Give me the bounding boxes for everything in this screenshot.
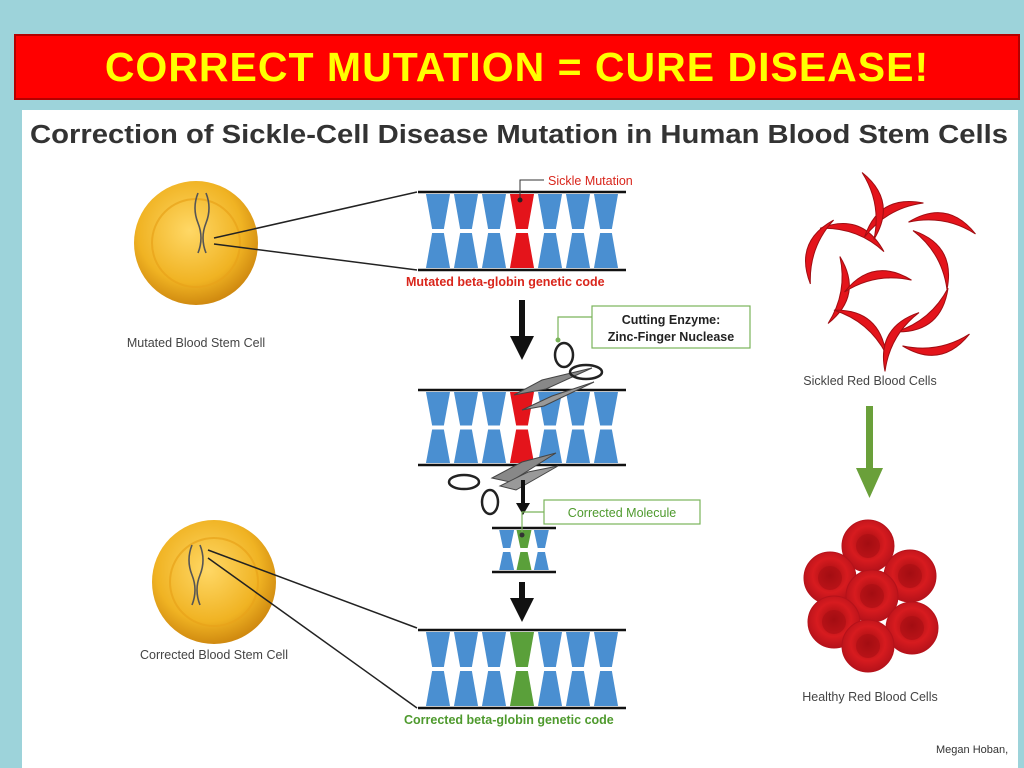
base-pair-bottom [425, 233, 451, 268]
base-pair-top [425, 194, 451, 229]
healthy-cells-label: Healthy Red Blood Cells [802, 690, 938, 704]
base-pair-top [453, 194, 479, 229]
credit-label: Megan Hoban, [936, 744, 1008, 756]
base-pair-top [537, 194, 563, 229]
healthy-cell-center [818, 566, 842, 590]
corrected-dna-strand [418, 628, 626, 710]
sickled-red-blood-cells [805, 172, 976, 372]
base-pair-bottom [481, 233, 507, 268]
base-pair-bottom [533, 552, 549, 570]
corrected-molecule [492, 526, 556, 574]
base-pair-top [509, 194, 535, 229]
corrected-code-label: Corrected beta-globin genetic code [404, 713, 614, 727]
base-pair-bottom [453, 671, 479, 706]
base-pair-top [481, 194, 507, 229]
base-pair-top [533, 530, 549, 548]
sickle-mutation-label: Sickle Mutation [548, 174, 633, 188]
healthy-cell-center [900, 616, 924, 640]
base-pair-top [537, 632, 563, 667]
base-pair-bottom [593, 429, 619, 463]
enzyme-label-1: Cutting Enzyme: [622, 313, 721, 327]
base-pair-top [453, 392, 479, 426]
base-pair-bottom [537, 233, 563, 268]
base-pair-bottom [499, 552, 515, 570]
scissors-top-icon [513, 341, 604, 411]
base-pair-bottom [565, 671, 591, 706]
sickle-cell-shape [861, 172, 884, 240]
sickle-cell-shape [912, 230, 950, 290]
arrow-green-down [856, 406, 883, 498]
scissors-bottom-icon [447, 452, 559, 516]
base-pair-top [516, 530, 532, 548]
sickle-cell-shape [805, 219, 834, 285]
diagram-panel: Correction of Sickle-Cell Disease Mutati… [22, 110, 1018, 768]
base-pair-bottom [509, 671, 535, 706]
arrow-down-2 [516, 480, 530, 515]
base-pair-bottom [453, 429, 479, 463]
base-pair-bottom [516, 552, 532, 570]
base-pair-top [509, 632, 535, 667]
base-pair-top [425, 632, 451, 667]
mutated-cell-label: Mutated Blood Stem Cell [127, 336, 265, 350]
base-pair-bottom [509, 429, 535, 463]
base-pair-bottom [453, 233, 479, 268]
sickle-cell-shape [882, 312, 920, 372]
diagram-canvas: Correction of Sickle-Cell Disease Mutati… [30, 121, 1008, 756]
base-pair-top [509, 392, 535, 426]
base-pair-bottom [537, 429, 563, 463]
figure-title: Correction of Sickle-Cell Disease Mutati… [30, 121, 1008, 149]
corrected-molecule-label: Corrected Molecule [568, 506, 676, 520]
corrected-cell-label: Corrected Blood Stem Cell [140, 648, 288, 662]
banner-text: CORRECT MUTATION = CURE DISEASE! [104, 43, 930, 90]
sickled-cells-label: Sickled Red Blood Cells [803, 374, 936, 388]
base-pair-top [593, 392, 619, 426]
base-pair-top [593, 194, 619, 229]
base-pair-top [425, 392, 451, 426]
mutated-stem-cell [134, 181, 258, 305]
base-pair-top [481, 632, 507, 667]
sickle-cell-shape [902, 333, 970, 356]
healthy-cell-center [856, 634, 880, 658]
healthy-cell-center [856, 534, 880, 558]
sickle-cell-shape [908, 212, 976, 235]
base-pair-top [453, 632, 479, 667]
healthy-cell-center [822, 610, 846, 634]
base-pair-bottom [565, 429, 591, 463]
sickle-cell-shape [827, 256, 850, 324]
mutated-code-label: Mutated beta-globin genetic code [406, 275, 605, 289]
base-pair-bottom [481, 671, 507, 706]
sickle-cell-shape [864, 200, 924, 238]
healthy-cell-center [860, 584, 884, 608]
base-pair-bottom [425, 429, 451, 463]
base-pair-bottom [537, 671, 563, 706]
base-pair-bottom [425, 671, 451, 706]
enzyme-label-2: Zinc-Finger Nuclease [608, 330, 734, 344]
base-pair-top [565, 392, 591, 426]
base-pair-top [565, 632, 591, 667]
base-pair-bottom [593, 671, 619, 706]
healthy-cell-center [898, 564, 922, 588]
arrow-down-3 [510, 582, 534, 622]
base-pair-top [499, 530, 515, 548]
cut-dna-strand [418, 388, 626, 467]
base-pair-bottom [565, 233, 591, 268]
sickle-cell-shape [844, 270, 912, 293]
title-banner: CORRECT MUTATION = CURE DISEASE! [14, 34, 1020, 100]
corrected-stem-cell [152, 520, 276, 644]
sickle-cell-shape [895, 287, 949, 333]
base-pair-top [593, 632, 619, 667]
arrow-down-1 [510, 300, 534, 360]
healthy-red-blood-cells [803, 519, 939, 673]
mutated-dna-strand [418, 190, 626, 272]
base-pair-top [565, 194, 591, 229]
base-pair-bottom [593, 233, 619, 268]
base-pair-bottom [481, 429, 507, 463]
base-pair-top [481, 392, 507, 426]
base-pair-bottom [509, 233, 535, 268]
